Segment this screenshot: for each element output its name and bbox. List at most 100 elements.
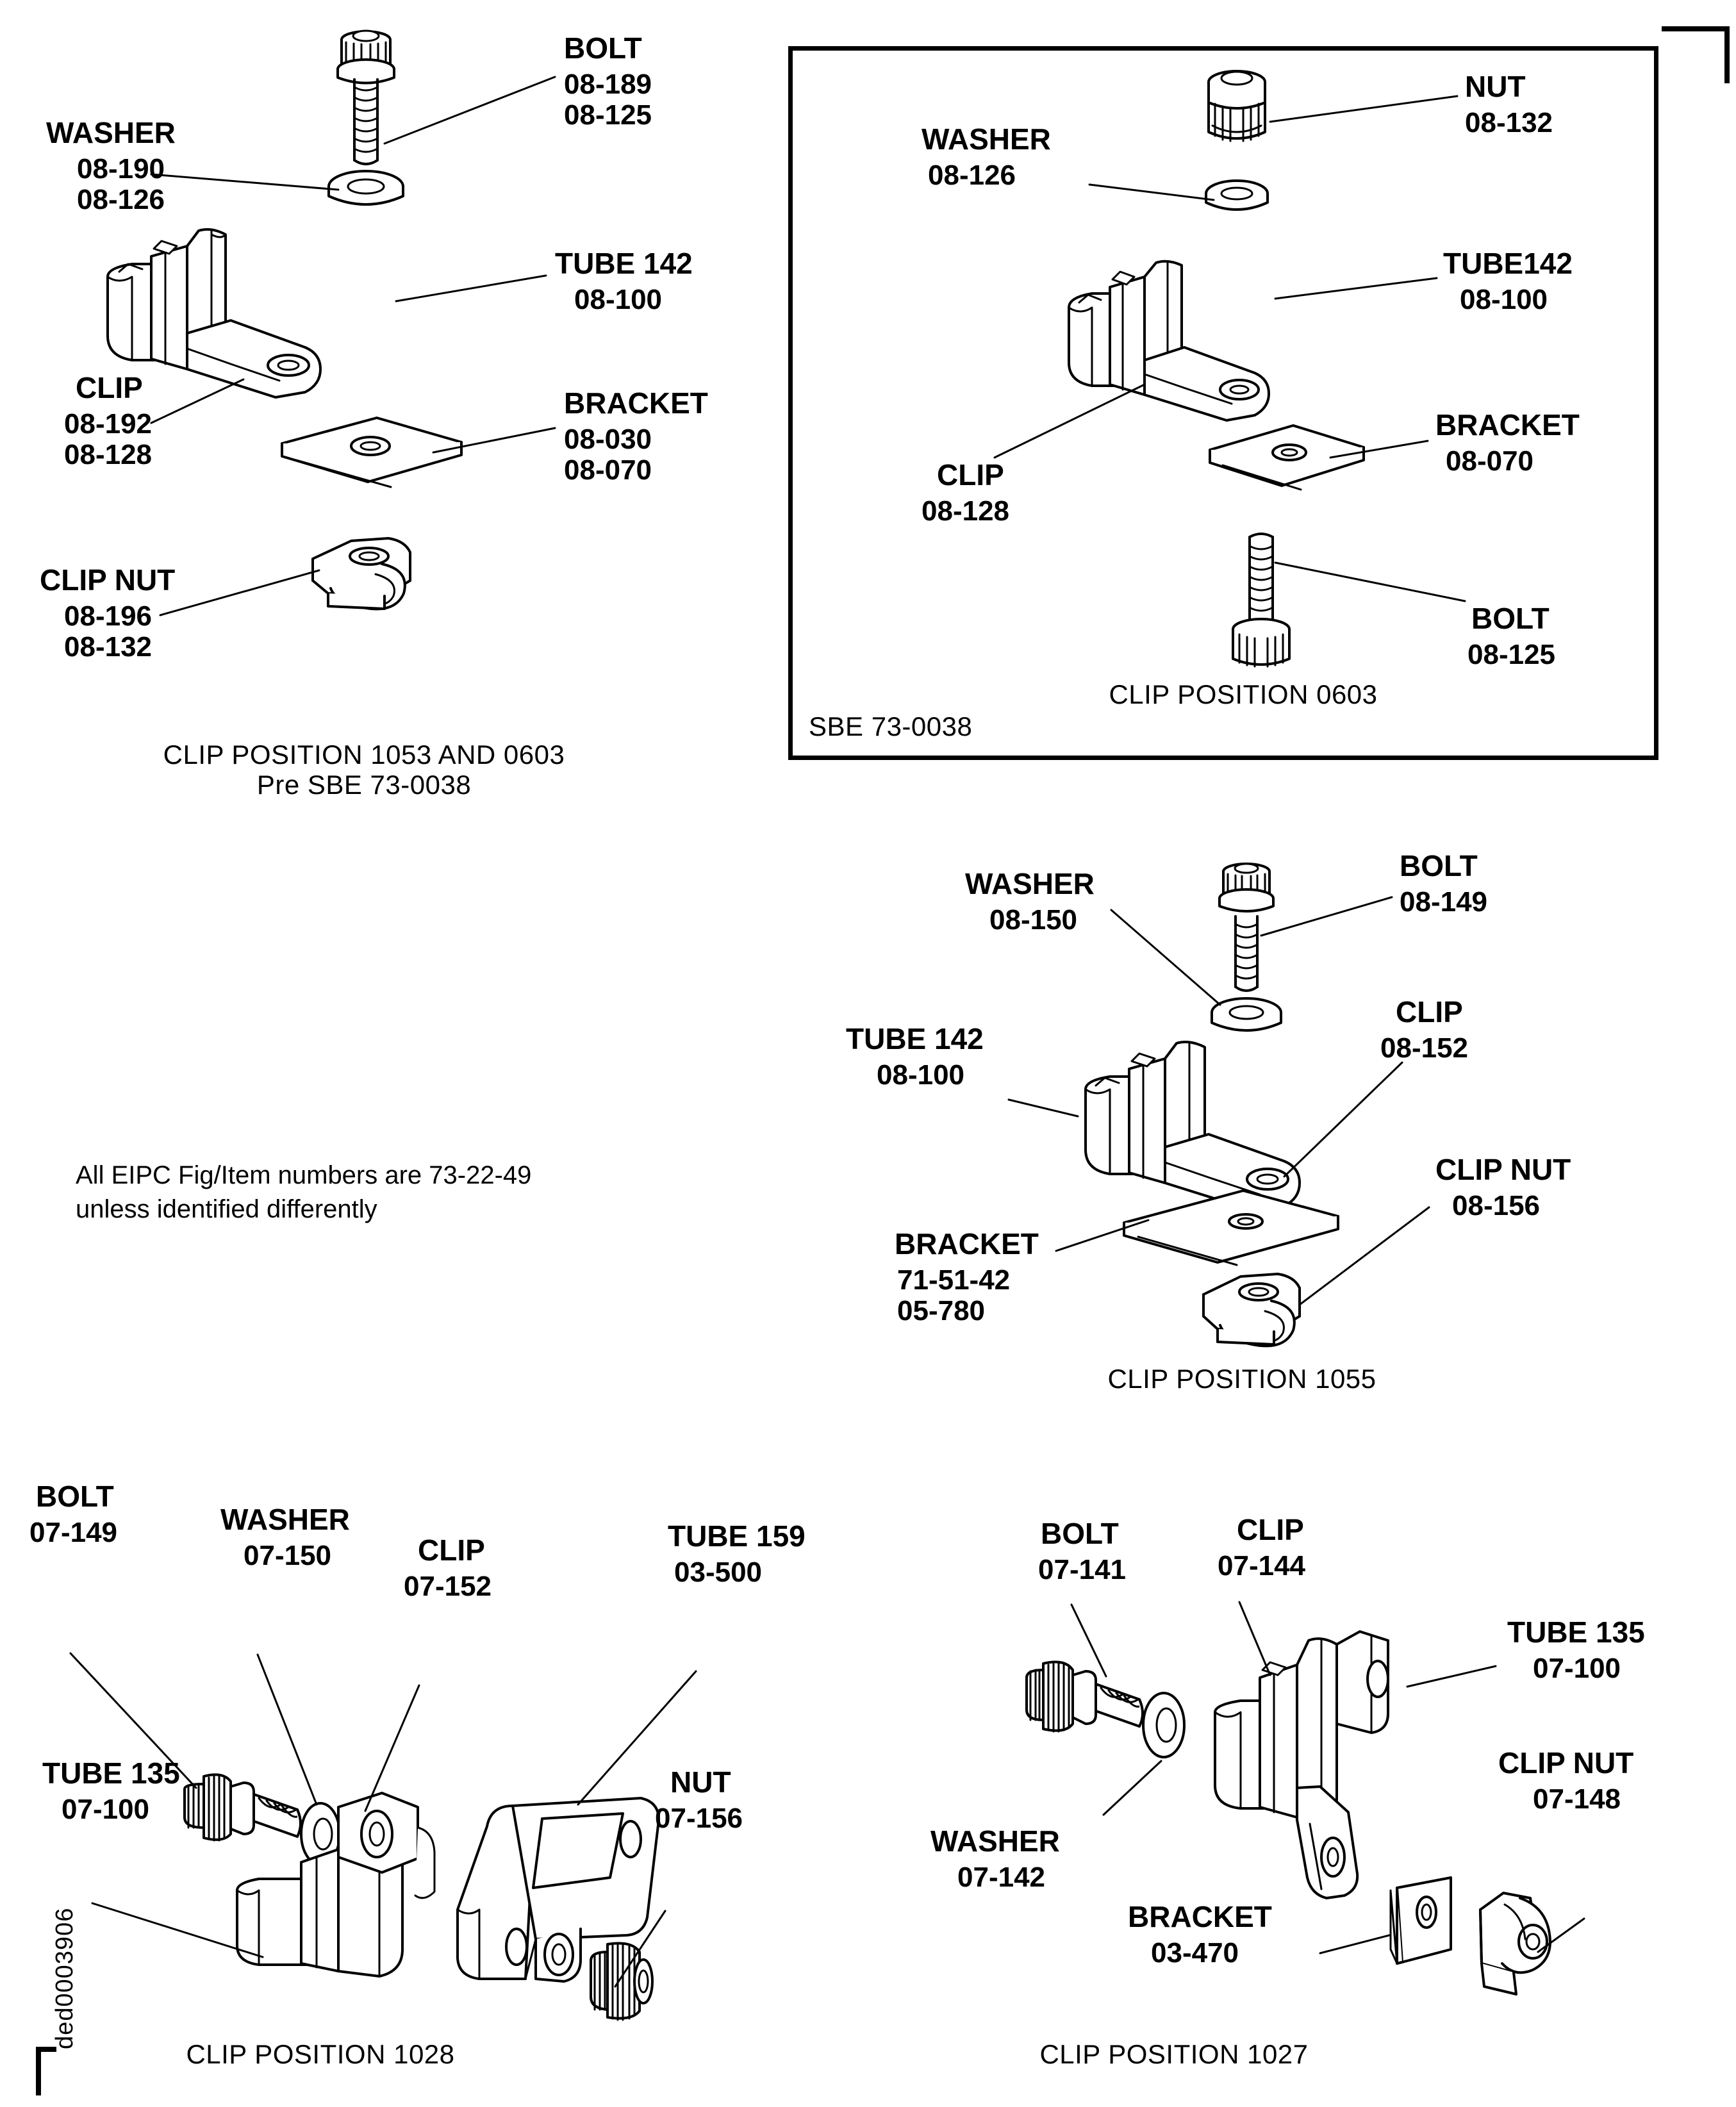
bracket-icon-p2 [1209, 424, 1365, 491]
label-clip-title-p2: CLIP [937, 458, 1004, 492]
label-bolt-numbers-p1: 08-189 08-125 [564, 69, 652, 131]
washer-icon-p1 [327, 170, 404, 206]
label-washer-numbers-p2: 08-126 [928, 160, 1016, 191]
label-washer-numbers-p3: 08-150 [989, 904, 1078, 936]
label-bolt-title-p3: BOLT [1400, 849, 1478, 882]
registration-mark-top-right [1662, 26, 1730, 83]
leader-lines-p5 [1070, 1601, 1585, 1954]
label-washer-numbers-p1: 08-190 08-126 [77, 153, 165, 216]
label-bolt-numbers-p3: 08-149 [1400, 886, 1488, 918]
label-tube-title-p3: TUBE 142 [846, 1022, 984, 1055]
label-washer-numbers-p5: 07-142 [957, 1862, 1046, 1893]
panel-caption-1053-0603: CLIP POSITION 1053 AND 0603 Pre SBE 73-0… [163, 740, 565, 800]
label-clip-title-p1: CLIP [76, 371, 143, 404]
washer-icon-p2 [1205, 179, 1269, 211]
label-bolt-title-p5: BOLT [1041, 1517, 1119, 1550]
label-clip-numbers-p5: 07-144 [1218, 1550, 1306, 1582]
nut-icon-p2 [1207, 70, 1266, 142]
label-clip-title-p4: CLIP [418, 1533, 485, 1567]
label-washer-numbers-p4: 07-150 [244, 1540, 332, 1571]
clip-nut-icon-p1 [311, 537, 411, 611]
label-bolt-title-p4: BOLT [36, 1480, 114, 1513]
leader-lines-p2 [993, 95, 1466, 602]
label-clip-nut-title-p3: CLIP NUT [1435, 1153, 1571, 1186]
bolt-icon-p4 [183, 1773, 302, 1842]
bolt-icon-p5 [1025, 1660, 1144, 1733]
label-bolt-numbers-p5: 07-141 [1038, 1554, 1127, 1585]
label-clip-title-p5: CLIP [1237, 1513, 1304, 1546]
bolt-icon-p2 [1232, 533, 1291, 668]
label-bolt-title-p2: BOLT [1471, 602, 1550, 635]
label-washer-title-p4: WASHER [220, 1503, 350, 1536]
bracket-icon-p3 [1123, 1189, 1339, 1266]
clip-nut-icon-p3 [1202, 1273, 1301, 1348]
label-bracket-numbers-p3: 71-51-42 05-780 [897, 1264, 1011, 1327]
bracket-icon-p5 [1389, 1876, 1452, 1965]
drawing-number: ded0003906 [51, 1907, 78, 2049]
label-clip-nut-numbers-p3: 08-156 [1452, 1190, 1541, 1221]
label-bolt-title-p1: BOLT [564, 31, 642, 65]
clip-tube-assembly-p3 [1084, 1041, 1301, 1212]
bracket-icon-p1 [281, 417, 463, 488]
label-tube-numbers-p2: 08-100 [1460, 284, 1548, 315]
clip-tube-assembly-p4 [236, 1792, 436, 1978]
label-clip-nut-title-p5: CLIP NUT [1498, 1746, 1634, 1780]
label-bracket-numbers-p2: 08-070 [1446, 445, 1534, 477]
label-bracket-numbers-p1: 08-030 08-070 [564, 424, 652, 486]
label-tube-135-numbers-p5: 07-100 [1533, 1653, 1621, 1684]
eipc-note: All EIPC Fig/Item numbers are 73-22-49 u… [76, 1161, 532, 1223]
label-nut-title-p2: NUT [1465, 70, 1526, 103]
clip-tube-assembly-p5 [1214, 1630, 1389, 1899]
panel-caption-1028: CLIP POSITION 1028 [186, 2039, 455, 2069]
label-washer-title-p5: WASHER [930, 1824, 1060, 1858]
label-bracket-title-p1: BRACKET [564, 386, 708, 420]
panel-caption-1055: CLIP POSITION 1055 [1107, 1364, 1376, 1394]
leader-lines-p3 [1007, 896, 1430, 1306]
label-clip-numbers-p2: 08-128 [922, 495, 1010, 527]
label-tube-numbers-p3: 08-100 [877, 1059, 965, 1091]
label-washer-title-p3: WASHER [965, 867, 1095, 900]
label-bracket-title-p2: BRACKET [1435, 408, 1580, 442]
registration-mark-bottom-left [36, 2047, 56, 2095]
label-tube-135-title-p4: TUBE 135 [42, 1756, 180, 1790]
label-clip-nut-title-p1: CLIP NUT [40, 563, 176, 597]
label-clip-nut-numbers-p1: 08-196 08-132 [64, 600, 153, 663]
label-tube-title-p1: TUBE 142 [555, 247, 693, 280]
label-tube-numbers-p1: 08-100 [574, 284, 663, 315]
leader-lines-p4 [69, 1652, 697, 1988]
label-clip-nut-numbers-p5: 07-148 [1533, 1783, 1621, 1815]
label-tube-159-numbers-p4: 03-500 [674, 1557, 763, 1588]
label-tube-135-numbers-p4: 07-100 [62, 1794, 150, 1825]
label-clip-numbers-p4: 07-152 [404, 1571, 492, 1602]
label-bracket-title-p5: BRACKET [1128, 1900, 1272, 1933]
tube-159-icon-p4 [456, 1797, 660, 1983]
leader-lines-p1 [150, 76, 556, 616]
label-nut-numbers-p2: 08-132 [1465, 107, 1553, 138]
label-bolt-numbers-p2: 08-125 [1467, 639, 1556, 670]
label-bolt-numbers-p4: 07-149 [29, 1517, 118, 1548]
washer-icon-p3 [1211, 997, 1282, 1032]
label-tube-135-title-p5: TUBE 135 [1507, 1615, 1645, 1649]
label-tube-159-title-p4: TUBE 159 [668, 1519, 806, 1553]
label-washer-title-p1: WASHER [46, 116, 176, 149]
bolt-icon-p1 [336, 29, 395, 165]
label-bracket-numbers-p5: 03-470 [1151, 1937, 1239, 1969]
label-tube-title-p2: TUBE142 [1443, 247, 1573, 280]
label-nut-title-p4: NUT [670, 1765, 731, 1799]
clip-nut-icon-p5 [1479, 1892, 1551, 1995]
nut-icon-p4 [590, 1942, 654, 2021]
label-bracket-title-p3: BRACKET [895, 1227, 1039, 1260]
label-clip-numbers-p1: 08-192 08-128 [64, 408, 153, 471]
clip-tube-assembly-p1 [106, 228, 322, 399]
label-nut-numbers-p4: 07-156 [655, 1803, 743, 1834]
label-clip-numbers-p3: 08-152 [1380, 1032, 1469, 1064]
bolt-icon-p3 [1218, 863, 1275, 992]
sbe-inset-box [788, 46, 1658, 760]
label-clip-title-p3: CLIP [1396, 995, 1463, 1029]
washer-icon-p5 [1142, 1692, 1186, 1758]
panel-caption-1027: CLIP POSITION 1027 [1039, 2039, 1309, 2069]
clip-tube-assembly-p2 [1068, 260, 1270, 422]
label-washer-title-p2: WASHER [922, 122, 1051, 156]
